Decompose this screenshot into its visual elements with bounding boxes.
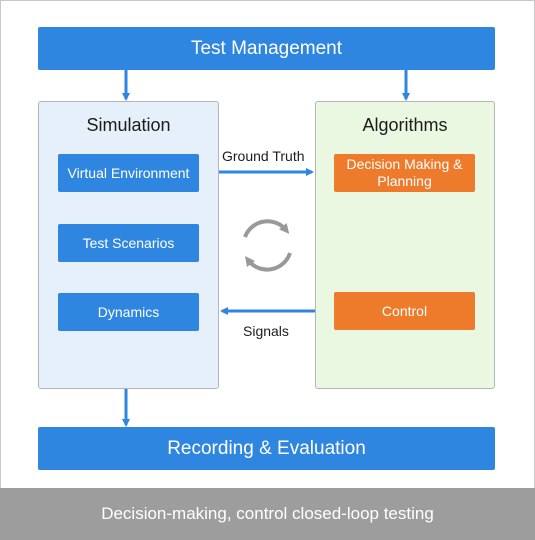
- signals-label: Signals: [243, 323, 289, 339]
- test-management-box: Test Management: [38, 27, 495, 70]
- recording-evaluation-label: Recording & Evaluation: [167, 437, 366, 459]
- closed-loop-icon: [243, 219, 292, 272]
- decision-making-planning-box: Decision Making & Planning: [334, 154, 475, 192]
- virtual-environment-box: Virtual Environment: [58, 154, 199, 192]
- control-label: Control: [381, 302, 428, 319]
- caption-text: Decision-making, control closed-loop tes…: [101, 504, 434, 523]
- test-scenarios-label: Test Scenarios: [82, 234, 175, 251]
- dynamics-label: Dynamics: [97, 303, 160, 320]
- simulation-title: Simulation: [86, 115, 171, 135]
- caption-bar: Decision-making, control closed-loop tes…: [0, 488, 535, 540]
- algorithms-panel: Algorithms: [315, 101, 495, 389]
- recording-evaluation-box: Recording & Evaluation: [38, 427, 495, 470]
- ground-truth-label: Ground Truth: [222, 148, 305, 164]
- test-management-label: Test Management: [190, 37, 343, 59]
- virtual-environment-label: Virtual Environment: [67, 164, 190, 181]
- decision-making-planning-label: Decision Making & Planning: [346, 156, 463, 189]
- algorithms-title: Algorithms: [362, 115, 448, 135]
- dynamics-box: Dynamics: [58, 293, 199, 331]
- control-box: Control: [334, 292, 475, 330]
- test-scenarios-box: Test Scenarios: [58, 224, 199, 262]
